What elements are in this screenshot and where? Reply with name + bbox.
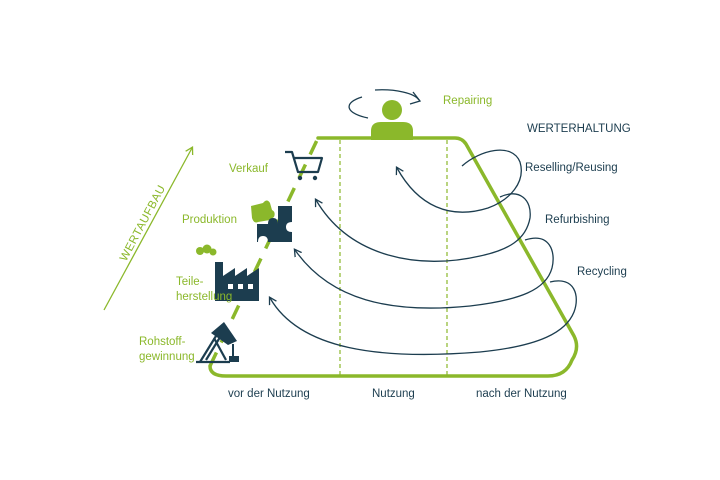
loop-label-recycling: Recycling <box>577 266 627 278</box>
factory-icon <box>196 244 259 301</box>
stage-label-rohstoffgewinnung-2: gewinnung <box>139 351 195 363</box>
stage-label-teileherstellung-1: Teile- <box>176 276 204 288</box>
phase-label-during: Nutzung <box>372 388 415 400</box>
phase-label-before: vor der Nutzung <box>228 388 310 400</box>
repairing-arrowhead <box>409 91 422 105</box>
stage-label-rohstoffgewinnung-1: Rohstoff- <box>139 336 186 348</box>
stage-label-verkauf: Verkauf <box>229 163 269 175</box>
header-werterhaltung: WERTERHALTUNG <box>527 123 631 135</box>
loop-label-refurbishing: Refurbishing <box>545 214 610 226</box>
person-icon <box>371 100 413 140</box>
reselling-loop-arrow <box>397 149 522 213</box>
shopping-cart-icon <box>285 150 324 181</box>
stage-label-produktion: Produktion <box>182 214 237 226</box>
wertaufbau-arrow <box>103 148 192 311</box>
value-retention-outline <box>208 136 579 378</box>
recycling-loop-arrow <box>295 237 554 309</box>
wertaufbau-label: WERTAUFBAU <box>118 183 168 263</box>
loop-label-reselling: Reselling/Reusing <box>525 162 618 174</box>
stage-label-teileherstellung-2: herstellung <box>176 291 232 303</box>
raw-material-loop-arrow <box>270 280 577 356</box>
loop-label-repairing: Repairing <box>443 95 492 107</box>
refurbishing-loop-arrow <box>316 193 531 262</box>
puzzle-icon <box>251 200 292 242</box>
oil-pump-icon <box>196 322 239 364</box>
phase-label-after: nach der Nutzung <box>476 388 567 400</box>
